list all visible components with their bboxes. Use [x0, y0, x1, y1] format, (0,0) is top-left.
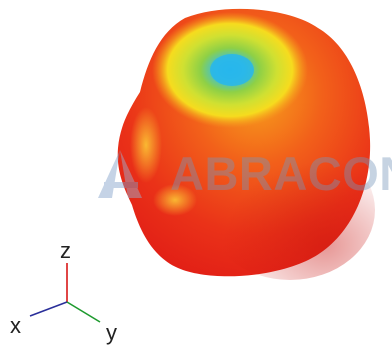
lobe-shade — [205, 140, 375, 280]
lobe-highlight-left — [130, 107, 162, 183]
z-axis-label: z — [60, 238, 71, 263]
y-axis-label: y — [106, 320, 117, 345]
y-axis-line — [66, 301, 101, 323]
lobe-highlight-lower — [153, 184, 197, 216]
x-axis-line — [29, 301, 68, 317]
lobe-dish-center — [210, 54, 254, 86]
x-axis-label: x — [10, 313, 21, 338]
axis-triad — [29, 263, 101, 323]
radiation-lobe — [117, 8, 375, 280]
watermark-logo-icon — [98, 150, 142, 198]
watermark-text: ABRACON — [170, 147, 392, 200]
